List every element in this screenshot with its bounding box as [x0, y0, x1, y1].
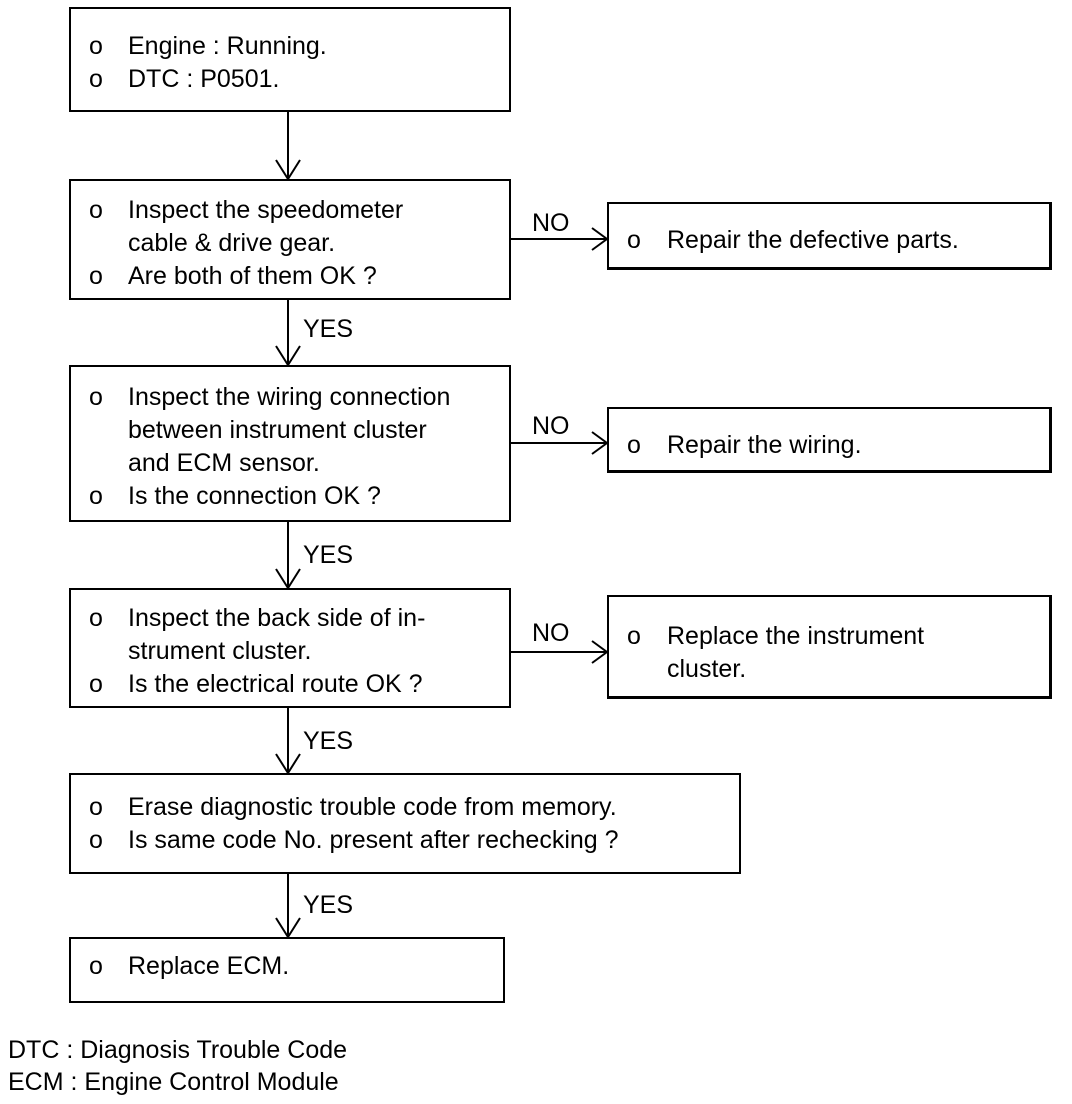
action-replace-cluster-box: o Replace the instrument cluster.	[607, 595, 1052, 699]
bullet: o	[89, 196, 103, 224]
action-line: Repair the defective parts.	[667, 226, 959, 254]
edge-label-no: NO	[532, 412, 570, 440]
legend-dtc: DTC : Diagnosis Trouble Code	[8, 1036, 348, 1064]
action-repair-parts-box: o Repair the defective parts.	[607, 202, 1052, 270]
bullet: o	[89, 604, 103, 632]
bullet: o	[627, 431, 641, 459]
step-inspect-wiring-box: o Inspect the wiring connection between …	[69, 365, 511, 522]
step-line: Is the electrical route OK ?	[128, 670, 423, 698]
bullet: o	[89, 793, 103, 821]
action-repair-wiring-box: o Repair the wiring.	[607, 407, 1052, 473]
bullet: o	[89, 383, 103, 411]
step-inspect-speedometer-box: o Inspect the speedometer cable & drive …	[69, 179, 511, 300]
step-line: cable & drive gear.	[128, 229, 336, 257]
bullet: o	[89, 65, 103, 93]
action-line: Replace the instrument	[667, 622, 925, 650]
step-replace-ecm-box: o Replace ECM.	[69, 937, 505, 1003]
step-line: Engine : Running.	[128, 32, 327, 60]
step-line: between instrument cluster	[128, 416, 427, 444]
bullet: o	[89, 482, 103, 510]
step-line: DTC : P0501.	[128, 65, 280, 93]
edge-label-yes: YES	[303, 315, 354, 343]
step-line: and ECM sensor.	[128, 449, 320, 477]
step-line: strument cluster.	[128, 637, 312, 665]
step-line: Is same code No. present after recheckin…	[128, 826, 619, 854]
step-line: Inspect the back side of in-	[128, 604, 426, 632]
step-line: Erase diagnostic trouble code from memor…	[128, 793, 617, 821]
edge-label-yes: YES	[303, 891, 354, 919]
step-line: Inspect the wiring connection	[128, 383, 451, 411]
bullet: o	[89, 262, 103, 290]
bullet: o	[89, 826, 103, 854]
action-line: Repair the wiring.	[667, 431, 862, 459]
step-erase-dtc-box: o Erase diagnostic trouble code from mem…	[69, 773, 741, 874]
action-line: cluster.	[667, 655, 747, 683]
step-line: Are both of them OK ?	[128, 262, 377, 290]
step-line: Inspect the speedometer	[128, 196, 404, 224]
step-inspect-cluster-box: o Inspect the back side of in- strument …	[69, 588, 511, 708]
step-engine-running-box: o Engine : Running. o DTC : P0501.	[69, 7, 511, 112]
bullet: o	[89, 32, 103, 60]
edge-label-yes: YES	[303, 541, 354, 569]
edge-label-yes: YES	[303, 727, 354, 755]
step-line: Replace ECM.	[128, 952, 290, 980]
edge-label-no: NO	[532, 209, 570, 237]
bullet: o	[89, 952, 103, 980]
bullet: o	[627, 622, 641, 650]
legend-ecm: ECM : Engine Control Module	[8, 1068, 339, 1096]
bullet: o	[627, 226, 641, 254]
edge-label-no: NO	[532, 619, 570, 647]
step-line: Is the connection OK ?	[128, 482, 381, 510]
bullet: o	[89, 670, 103, 698]
